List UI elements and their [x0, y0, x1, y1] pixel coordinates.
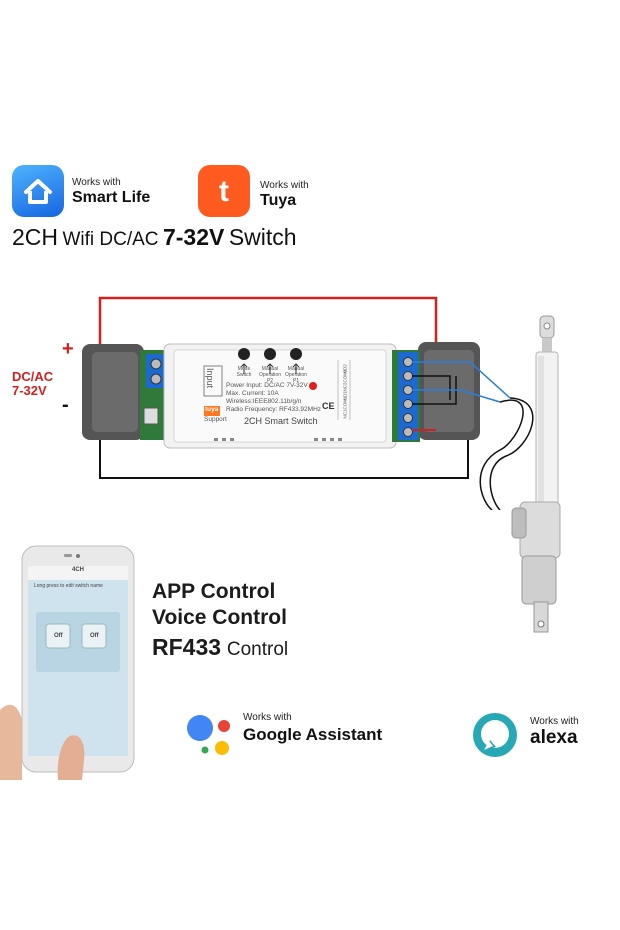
mode-switch-button [238, 348, 250, 360]
mode-switch-caption: Mode Switch [236, 366, 252, 378]
google-assistant-badge: Works with Google Assistant [243, 712, 382, 745]
spec-lines: Power Input: DC/AC 7V-32V Max. Current: … [226, 382, 321, 414]
alexa-badge: Works with alexa [530, 716, 579, 749]
manual-p2-button [264, 348, 276, 360]
svg-text:t: t [219, 175, 229, 208]
minus-terminal-label: - [62, 394, 69, 416]
wiring-diagram [82, 296, 534, 510]
works-with-label: Works with [530, 716, 579, 727]
linear-actuator [511, 315, 561, 633]
power-voltage: 7-32V [12, 383, 47, 398]
manual-p1-caption: Manual Operation P1 [285, 366, 307, 384]
phone-screen-title: 4CH [72, 567, 85, 573]
manual-p1-button [290, 348, 302, 360]
terminal-labels: NO2 COM2 NC2 NO1 COM1 NC1 [338, 362, 352, 419]
title-voltage: 7-32V [162, 224, 225, 250]
alexa-icon [473, 713, 517, 757]
phone-mockup [0, 545, 135, 780]
smart-life-app-icon [12, 165, 64, 217]
works-with-label: Works with [72, 177, 121, 188]
tuya-name: Tuya [260, 192, 297, 209]
spec-line: Wireless:IEEE802.11b/g/n [226, 398, 302, 405]
google-assistant-icon [187, 715, 230, 755]
phone-off-button-2 [81, 623, 107, 649]
smart-life-name: Smart Life [72, 189, 151, 206]
product-title: 2CH Wifi DC/AC 7-32V Switch [12, 224, 297, 251]
smart-life-badge: Works with Smart Life [72, 177, 150, 207]
feature-rf-control: RF433 Control [152, 634, 288, 661]
phone-off-label-2: Off [90, 633, 99, 639]
feature-app-control: APP Control [152, 580, 276, 603]
terminal-label: NC1 [342, 409, 348, 419]
device-name-label: 2CH Smart Switch [244, 416, 318, 426]
title-switch: Switch [228, 224, 297, 250]
tuya-app-icon: t [198, 165, 250, 217]
tuya-mini-label: tuya [205, 406, 219, 413]
power-type: DC/AC [12, 369, 54, 384]
title-type: Wifi DC/AC [62, 229, 159, 250]
phone-off-label-1: Off [54, 633, 63, 639]
rf-rest: Control [226, 639, 289, 660]
power-range-label: DC/AC 7-32V [12, 370, 53, 398]
works-with-label: Works with [243, 712, 292, 723]
alexa-name: alexa [530, 727, 578, 748]
status-led [309, 382, 317, 390]
google-assistant-name: Google Assistant [243, 725, 383, 744]
phone-off-button-1 [45, 623, 71, 649]
manual-p2-caption: Manual Operation P2 [259, 366, 281, 384]
rf-bold: RF433 [152, 634, 222, 660]
spec-line: Max. Current: 10A [226, 390, 279, 397]
feature-voice-control: Voice Control [152, 606, 287, 629]
ce-mark: CE [322, 401, 335, 411]
title-channels: 2CH [12, 224, 59, 250]
input-label: Input [205, 367, 216, 389]
tuya-badge: Works with Tuya [260, 180, 309, 210]
works-with-label: Works with [260, 180, 309, 191]
support-label: Support [204, 416, 227, 423]
spec-line: Power Input: DC/AC 7V-32V [226, 382, 308, 389]
spec-line: Radio Frequency: RF433.92MHz [226, 406, 322, 413]
plus-terminal-label: + [62, 338, 74, 360]
phone-hint: Long press to edit switch name [34, 583, 103, 589]
